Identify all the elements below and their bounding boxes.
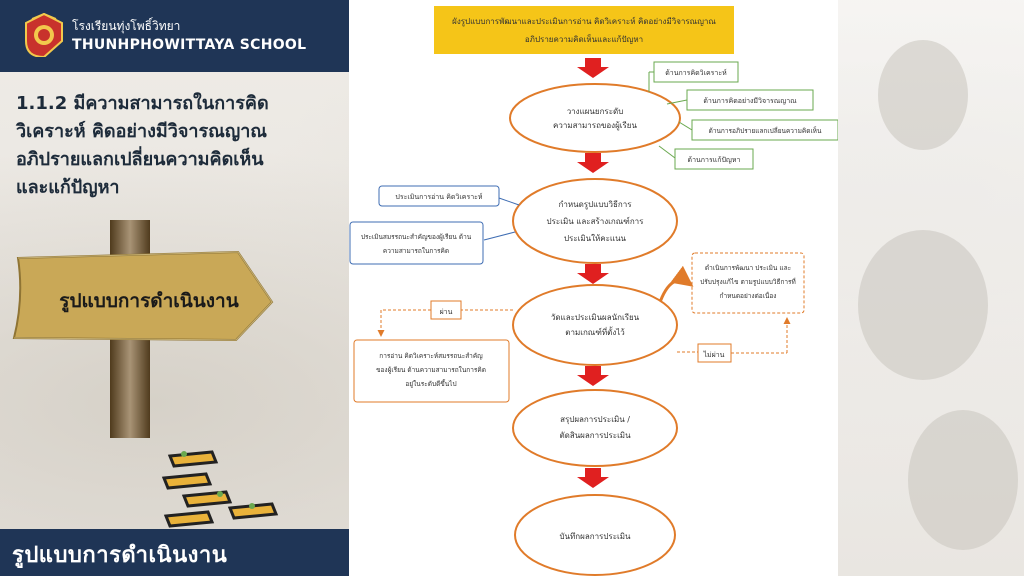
area-box-4 xyxy=(674,148,754,170)
result-line-3: อยู่ในระดับดีขึ้นไป xyxy=(405,379,456,388)
step-4-summarize xyxy=(512,389,678,467)
school-name-thai: โรงเรียนทุ่งโพธิ์วิทยา xyxy=(72,19,181,33)
step-4-line-1: สรุปผลการประเมิน / xyxy=(560,415,630,424)
section-heading: 1.1.2 มีความสามารถในการคิด วิเคราะห์ คิด… xyxy=(16,90,316,202)
footer-bar: รูปแบบการดำเนินงาน xyxy=(0,529,349,576)
feedback-curved-arrow xyxy=(657,265,694,306)
fail-label: ไม่ผ่าน xyxy=(703,350,725,359)
pass-box xyxy=(430,300,462,320)
area-label-3: ด้านการอภิปรายแลกเปลี่ยนความคิดเห็น xyxy=(709,126,822,135)
result-line-1: การอ่าน คิดวิเคราะห์สมรรถนะสำคัญ xyxy=(379,352,483,360)
step-5-record xyxy=(514,494,676,576)
area-box-2 xyxy=(686,89,814,111)
area-label-1: ด้านการคิดวิเคราะห์ xyxy=(665,69,727,77)
step-2-line-3: ประเมินให้คะแนน xyxy=(564,234,627,243)
arrow-down-2 xyxy=(577,153,609,173)
flow-arrows xyxy=(577,58,609,488)
eval-box-2 xyxy=(349,221,484,265)
step-1-line-2: ความสามารถของผู้เรียน xyxy=(553,121,637,131)
step-3-assess xyxy=(512,284,678,366)
arrow-down-5 xyxy=(577,468,609,488)
heading-line-4: และแก้ปัญหา xyxy=(16,177,120,198)
result-box xyxy=(353,339,510,403)
area-box-1 xyxy=(653,61,739,83)
area-label-4: ด้านการแก้ปัญหา xyxy=(688,156,741,164)
heading-line-1: 1.1.2 มีความสามารถในการคิด xyxy=(16,93,269,114)
flowchart-title-line-1: ผังรูปแบบการพัฒนาและประเมินการอ่าน คิดวิ… xyxy=(452,16,716,27)
step-3-line-2: ตามเกณฑ์ที่ตั้งไว้ xyxy=(565,326,625,337)
step-1-line-1: วางแผนยกระดับ xyxy=(567,107,624,116)
area-label-2: ด้านการคิดอย่างมีวิจารณญาณ xyxy=(703,97,797,105)
flowchart-document: ผังรูปแบบการพัฒนาและประเมินการอ่าน คิดวิ… xyxy=(349,0,838,576)
step-5-label: บันทึกผลการประเมิน xyxy=(559,532,631,541)
improve-line-2: ปรับปรุงแก้ไข ตามรูปแบบวิธีการที่ xyxy=(700,277,796,286)
step-2-line-2: ประเมิน และสร้างเกณฑ์การ xyxy=(547,216,645,226)
eval-label-1: ประเมินการอ่าน คิดวิเคราะห์ xyxy=(395,193,483,201)
improve-line-1: ดำเนินการพัฒนา ประเมิน และ xyxy=(705,264,791,272)
signpost-graphic xyxy=(12,220,274,438)
eval-label-2-line-2: ความสามารถในการคิด xyxy=(383,247,449,255)
step-2-line-1: กำหนดรูปแบบวิธีการ xyxy=(559,200,633,210)
flowchart-svg: ผังรูปแบบการพัฒนาและประเมินการอ่าน คิดวิ… xyxy=(349,6,838,576)
eval-box-1 xyxy=(378,185,500,207)
heading-line-3: อภิปรายแลกเปลี่ยนความคิดเห็น xyxy=(16,149,264,170)
header-bar: โรงเรียนทุ่งโพธิ์วิทยา THUNHPHOWITTAYA S… xyxy=(0,0,349,72)
flowchart-title-line-2: อภิปรายความคิดเห็นและแก้ปัญหา xyxy=(525,34,643,44)
background-photo-right xyxy=(838,0,1024,576)
flowchart-title-box xyxy=(434,6,734,54)
area-connectors xyxy=(648,71,693,159)
result-line-2: ของผู้เรียน ด้านความสามารถในการคิด xyxy=(376,366,486,374)
step-4-line-2: ตัดสินผลการประเมิน xyxy=(559,431,631,440)
eval-connector-2 xyxy=(483,231,516,241)
signpost-label: รูปแบบการดำเนินงาน xyxy=(59,290,239,312)
eval-connector-1 xyxy=(498,197,520,206)
area-box-3 xyxy=(691,119,838,141)
arrow-down-3 xyxy=(577,264,609,284)
coins-graphic xyxy=(161,450,279,528)
pass-label: ผ่าน xyxy=(440,308,453,316)
footer-title: รูปแบบการดำเนินงาน xyxy=(12,543,228,568)
arrow-down-1 xyxy=(577,58,609,78)
improve-line-3: กำหนดอย่างต่อเนื่อง xyxy=(720,291,777,300)
eval-label-2-line-1: ประเมินสมรรถนะสำคัญของผู้เรียน ด้าน xyxy=(361,233,472,241)
step-3-line-1: วัดและประเมินผลนักเรียน xyxy=(551,313,640,322)
school-logo-icon xyxy=(25,13,63,57)
step-1-plan xyxy=(509,83,681,153)
arrow-down-4 xyxy=(577,366,609,386)
heading-line-2: วิเคราะห์ คิดอย่างมีวิจารณญาณ xyxy=(16,121,267,142)
step-2-define xyxy=(512,178,678,264)
school-name-english: THUNHPHOWITTAYA SCHOOL xyxy=(72,37,307,53)
